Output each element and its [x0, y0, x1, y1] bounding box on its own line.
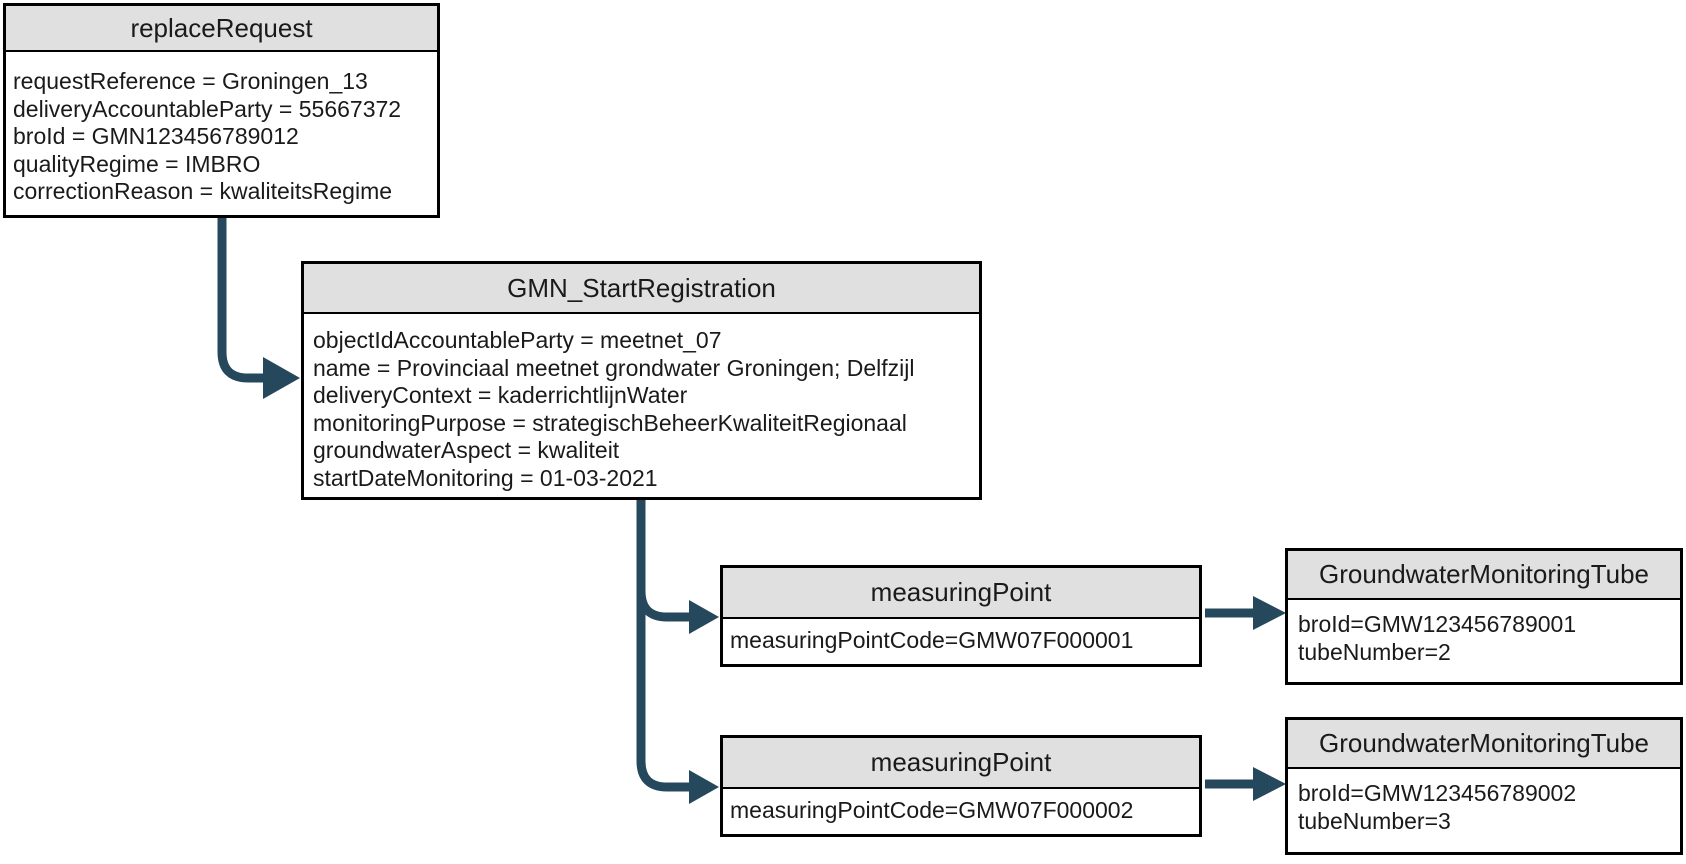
attribute-line: measuringPointCode=GMW07F000002 — [730, 797, 1134, 823]
attribute-line: correctionReason = kwaliteitsRegime — [13, 178, 393, 204]
node-replace-request-body: requestReference = Groningen_13 delivery… — [6, 52, 437, 215]
node-measuring-point-2-body: measuringPointCode=GMW07F000002 — [723, 789, 1199, 834]
node-measuring-point-1-title: measuringPoint — [723, 568, 1199, 619]
edge-line — [636, 570, 689, 622]
attribute-line: tubeNumber=3 — [1298, 807, 1451, 834]
edge-arrowhead-icon — [1253, 596, 1286, 630]
node-groundwater-monitoring-tube-2-title: GroundwaterMonitoringTube — [1288, 720, 1680, 769]
node-measuring-point-2-title: measuringPoint — [723, 738, 1199, 789]
node-gmn-start-registration-title: GMN_StartRegistration — [304, 264, 979, 314]
edge-line — [217, 218, 263, 383]
node-replace-request: replaceRequest requestReference = Gronin… — [3, 3, 440, 218]
attribute-line: startDateMonitoring = 01-03-2021 — [313, 464, 658, 491]
edge-arrowhead-icon — [1253, 767, 1286, 801]
attribute-line: objectIdAccountableParty = meetnet_07 — [313, 327, 722, 353]
attribute-line: broId=GMW123456789002 — [1298, 780, 1577, 806]
attribute-line: tubeNumber=2 — [1298, 638, 1451, 665]
connector-replace-request-to-gmn — [217, 218, 300, 399]
node-measuring-point-1-body: measuringPointCode=GMW07F000001 — [723, 619, 1199, 664]
attribute-line: deliveryAccountableParty = 55667372 — [13, 95, 402, 122]
connector-gmn-to-measuring-point-2 — [636, 500, 719, 804]
attribute-line: monitoringPurpose = strategischBeheerKwa… — [313, 409, 907, 436]
node-gmn-start-registration: GMN_StartRegistration objectIdAccountabl… — [301, 261, 982, 500]
node-replace-request-title: replaceRequest — [6, 6, 437, 52]
attribute-line: measuringPointCode=GMW07F000001 — [730, 627, 1134, 653]
attribute-line: broId=GMW123456789001 — [1298, 611, 1577, 637]
node-groundwater-monitoring-tube-1-title: GroundwaterMonitoringTube — [1288, 551, 1680, 600]
edge-arrowhead-icon — [263, 357, 300, 399]
node-gmn-start-registration-body: objectIdAccountableParty = meetnet_07 na… — [304, 314, 979, 497]
node-groundwater-monitoring-tube-2-body: broId=GMW123456789002 tubeNumber=3 — [1288, 769, 1680, 852]
edge-arrowhead-icon — [689, 600, 719, 634]
attribute-line: requestReference = Groningen_13 — [13, 68, 368, 94]
node-measuring-point-1: measuringPoint measuringPointCode=GMW07F… — [720, 565, 1202, 667]
edge-line — [636, 500, 689, 792]
connector-measuring-point-1-to-tube-1 — [1205, 596, 1286, 630]
connector-gmn-to-measuring-point-1 — [636, 570, 719, 634]
node-groundwater-monitoring-tube-2: GroundwaterMonitoringTube broId=GMW12345… — [1285, 717, 1683, 855]
attribute-line: groundwaterAspect = kwaliteit — [313, 437, 620, 463]
attribute-line: qualityRegime = IMBRO — [13, 150, 261, 177]
node-measuring-point-2: measuringPoint measuringPointCode=GMW07F… — [720, 735, 1202, 837]
attribute-line: deliveryContext = kaderrichtlijnWater — [313, 382, 688, 408]
attribute-line: name = Provinciaal meetnet grondwater Gr… — [313, 354, 915, 381]
node-groundwater-monitoring-tube-1-body: broId=GMW123456789001 tubeNumber=2 — [1288, 600, 1680, 682]
edge-arrowhead-icon — [689, 770, 719, 804]
connector-measuring-point-2-to-tube-2 — [1205, 767, 1286, 801]
attribute-line: broId = GMN123456789012 — [13, 123, 299, 149]
node-groundwater-monitoring-tube-1: GroundwaterMonitoringTube broId=GMW12345… — [1285, 548, 1683, 685]
